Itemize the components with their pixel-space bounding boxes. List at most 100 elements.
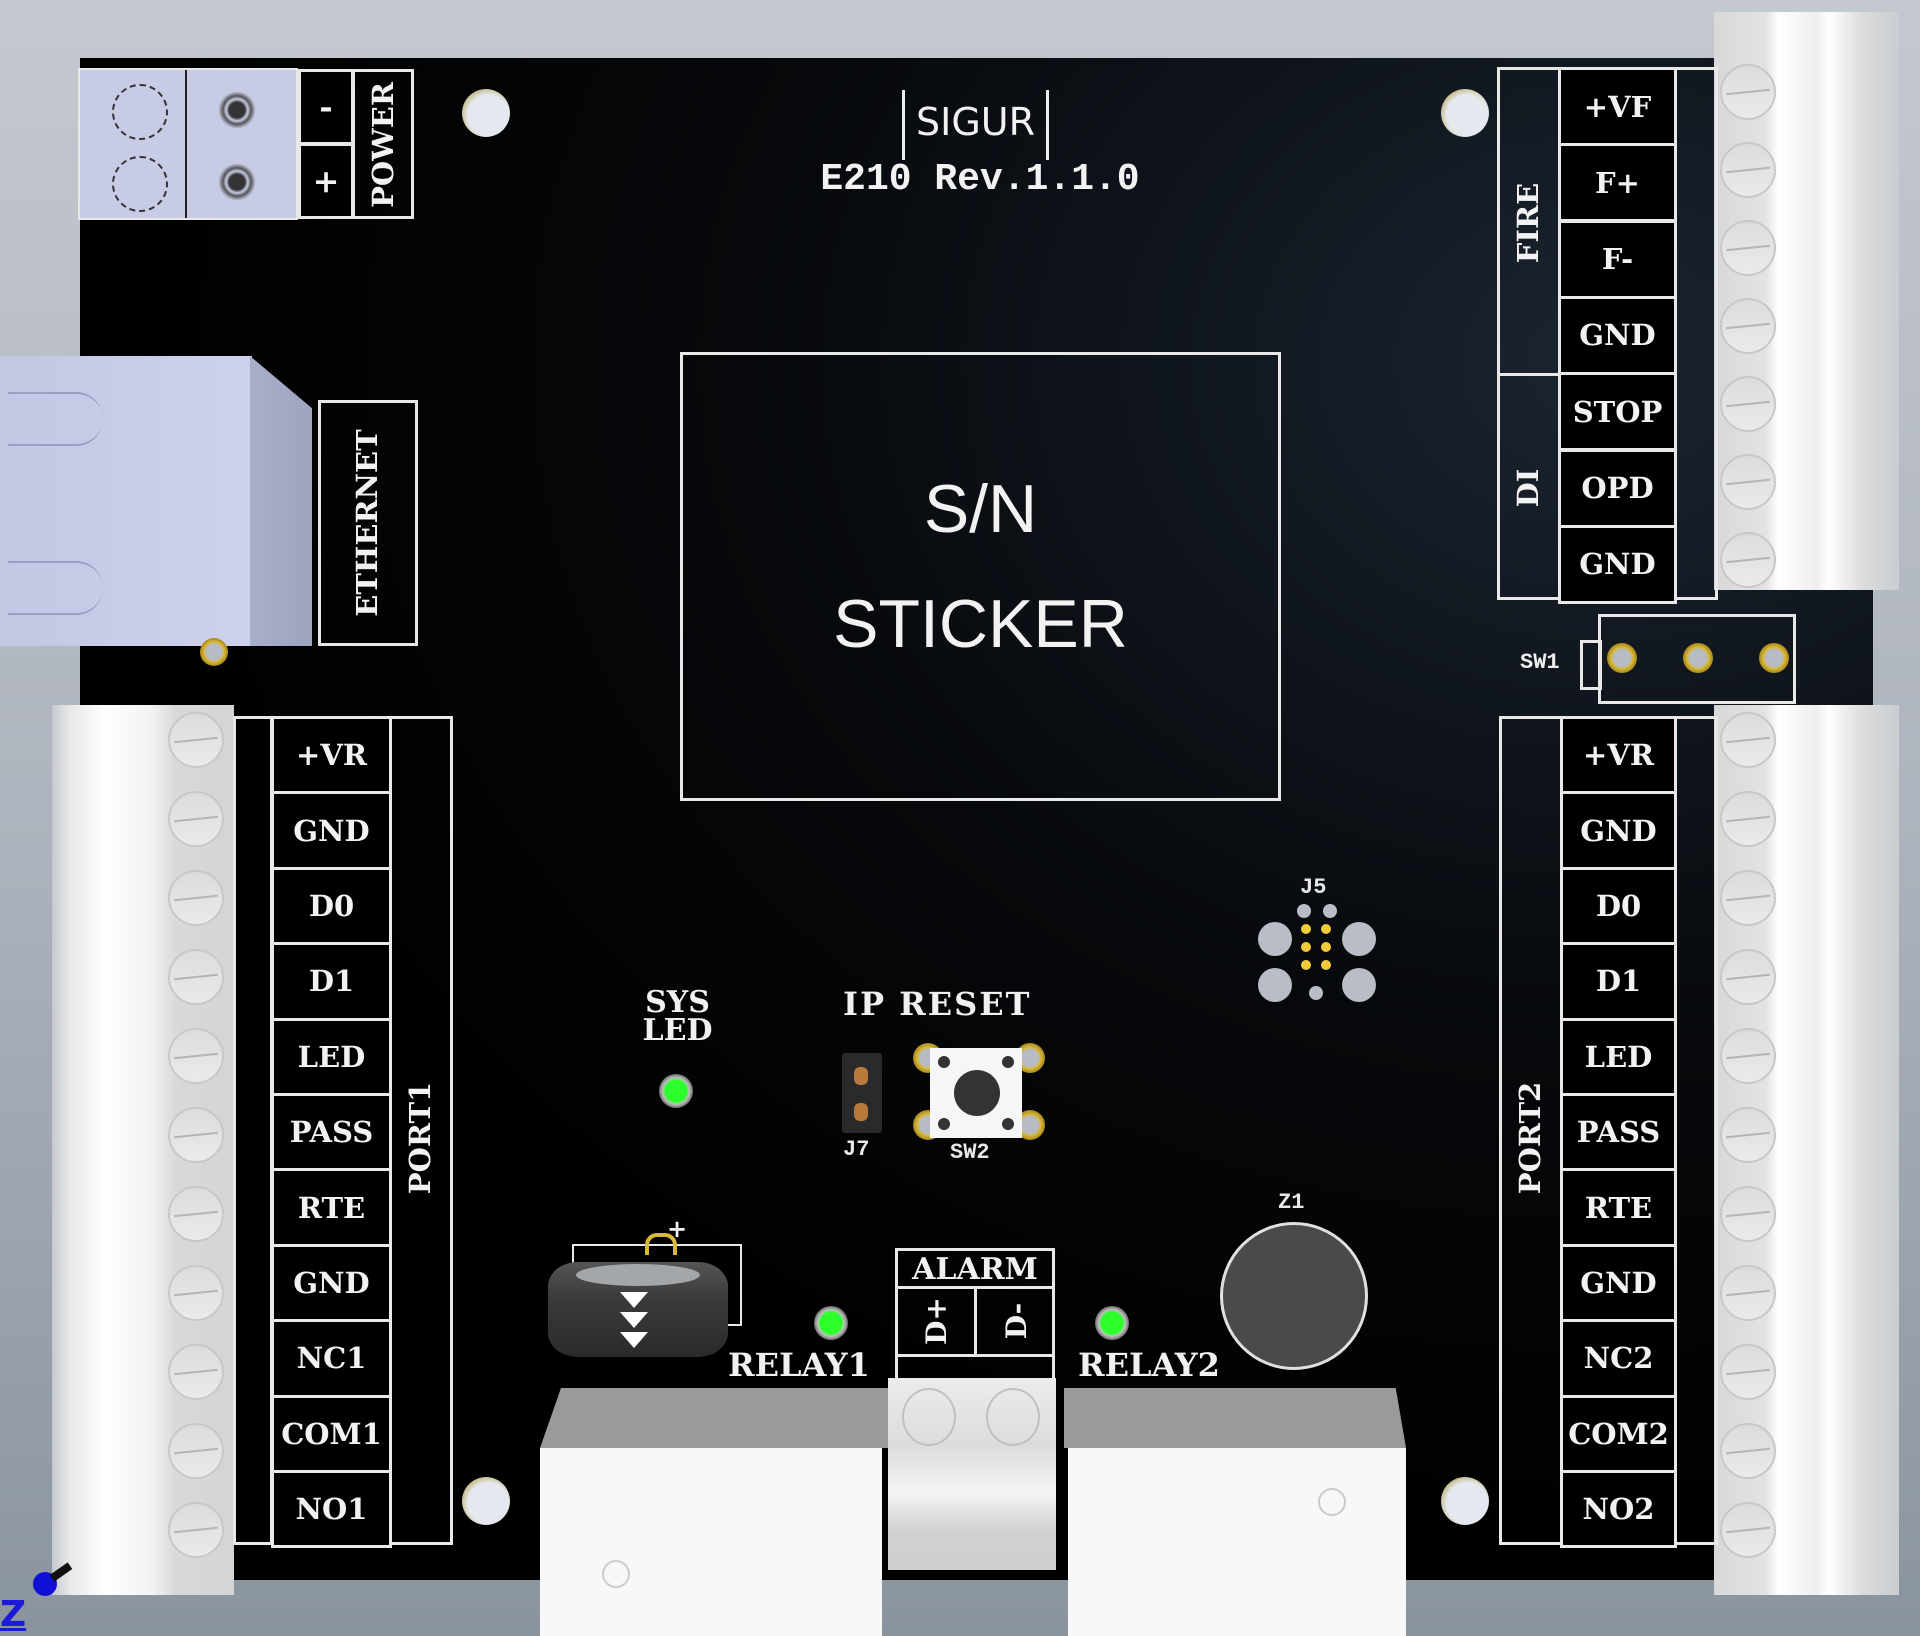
z1-buzzer xyxy=(1220,1222,1368,1370)
port1-pin-label: D1 xyxy=(271,942,392,1021)
fire-di-screw-icon[interactable] xyxy=(1720,532,1776,588)
battery-arrow-icon xyxy=(620,1312,648,1328)
ethernet-label-box xyxy=(318,400,418,646)
port2-pin-label: D1 xyxy=(1560,942,1677,1021)
sw2-label: SW2 xyxy=(950,1140,990,1165)
port2-screw-icon[interactable] xyxy=(1720,949,1776,1005)
alarm-screw-icon[interactable] xyxy=(902,1388,956,1446)
axis-z-label: Z xyxy=(0,1594,27,1635)
port1-outline xyxy=(233,716,273,1545)
battery-arrow-icon xyxy=(620,1292,648,1308)
j5-hole xyxy=(1342,968,1376,1002)
j5-pin xyxy=(1301,942,1311,952)
relay1 xyxy=(540,1388,890,1636)
logo-bar-left xyxy=(902,90,905,160)
fire-di-screw-icon[interactable] xyxy=(1720,454,1776,510)
port2-screw-icon[interactable] xyxy=(1720,1344,1776,1400)
port1-pin-label: +VR xyxy=(271,716,392,795)
fire-di-screw-icon[interactable] xyxy=(1720,376,1776,432)
j5-label: J5 xyxy=(1300,875,1327,900)
port1-screw-icon[interactable] xyxy=(168,1028,224,1084)
port2-pin-label: RTE xyxy=(1560,1168,1677,1247)
port2-screw-icon[interactable] xyxy=(1720,1107,1776,1163)
sw1-pin-pad xyxy=(1759,643,1789,673)
alarm-terminal-block xyxy=(888,1378,1056,1570)
port1-pin-label: NO1 xyxy=(271,1470,392,1549)
relay-mark-icon xyxy=(1318,1488,1346,1516)
z1-label: Z1 xyxy=(1278,1190,1305,1215)
fire-di-screw-icon[interactable] xyxy=(1720,142,1776,198)
port2-pin-label: GND xyxy=(1560,791,1677,870)
ethernet-jack[interactable] xyxy=(0,356,252,646)
mounting-hole-top-left xyxy=(462,89,510,137)
fire-pin-label: +VF xyxy=(1558,67,1677,146)
fire-di-screw-icon[interactable] xyxy=(1720,64,1776,120)
port2-pin-label: LED xyxy=(1560,1017,1677,1096)
port1-screw-icon[interactable] xyxy=(168,870,224,926)
power-label-box xyxy=(352,69,414,219)
battery-plus-label: + xyxy=(667,1214,688,1243)
button-corner-dot xyxy=(1002,1118,1014,1130)
port1-pin-label: RTE xyxy=(271,1168,392,1247)
sw1-label: SW1 xyxy=(1520,650,1560,675)
port2-screw-icon[interactable] xyxy=(1720,1186,1776,1242)
di-label: DI xyxy=(1511,468,1545,508)
relay-mark-icon xyxy=(602,1560,630,1588)
port1-screw-icon[interactable] xyxy=(168,1423,224,1479)
fire-pin-label: F- xyxy=(1558,219,1677,299)
port2-screw-icon[interactable] xyxy=(1720,712,1776,768)
logo-bar-right xyxy=(1046,90,1049,160)
port2-screw-icon[interactable] xyxy=(1720,791,1776,847)
power-wire-entry-icon xyxy=(112,156,168,212)
fire-di-divider xyxy=(1497,373,1561,376)
relay2 xyxy=(1064,1388,1406,1636)
fire-di-screw-icon[interactable] xyxy=(1720,220,1776,276)
sys-led-indicator xyxy=(659,1074,693,1108)
j7-pin xyxy=(854,1103,868,1121)
port2-screw-icon[interactable] xyxy=(1720,1265,1776,1321)
power-wire-entry-icon xyxy=(112,84,168,140)
power-pin-minus: - xyxy=(298,69,354,145)
port1-screw-icon[interactable] xyxy=(168,791,224,847)
port2-screw-icon[interactable] xyxy=(1720,1423,1776,1479)
j7-jumper[interactable] xyxy=(842,1053,882,1133)
ethernet-jack-side xyxy=(250,356,312,646)
sw1-pin-pad xyxy=(1607,643,1637,673)
fire-di-screw-icon[interactable] xyxy=(1720,298,1776,354)
j7-pin xyxy=(854,1067,868,1085)
button-corner-dot xyxy=(938,1056,950,1068)
alarm-screw-icon[interactable] xyxy=(986,1388,1040,1446)
sys-led-label-line1: SYS xyxy=(645,985,710,1020)
j5-hole xyxy=(1309,986,1323,1000)
port2-pin-label: +VR xyxy=(1560,716,1677,795)
port2-screw-icon[interactable] xyxy=(1720,1028,1776,1084)
battery-arrow-icon xyxy=(620,1332,648,1348)
port1-screw-icon[interactable] xyxy=(168,1186,224,1242)
power-screw-icon[interactable] xyxy=(215,160,259,204)
power-screw-icon[interactable] xyxy=(215,88,259,132)
port1-screw-icon[interactable] xyxy=(168,1107,224,1163)
port2-outline xyxy=(1674,716,1718,1545)
j5-connector[interactable] xyxy=(1258,904,1376,1004)
port1-screw-icon[interactable] xyxy=(168,1502,224,1558)
port1-screw-icon[interactable] xyxy=(168,1344,224,1400)
port1-pin-label: NC1 xyxy=(271,1319,392,1398)
power-connector[interactable] xyxy=(78,68,298,220)
port2-screw-icon[interactable] xyxy=(1720,870,1776,926)
j5-hole xyxy=(1342,922,1376,956)
port1-screw-icon[interactable] xyxy=(168,949,224,1005)
j5-pin xyxy=(1301,960,1311,970)
port1-screw-icon[interactable] xyxy=(168,1265,224,1321)
sn-sticker-line1: S/N xyxy=(923,471,1038,547)
j5-pin xyxy=(1321,942,1331,952)
ip-reset-button[interactable] xyxy=(930,1048,1022,1138)
port1-screw-icon[interactable] xyxy=(168,712,224,768)
fire-pin-label: GND xyxy=(1558,295,1677,375)
port2-pin-label: NC2 xyxy=(1560,1319,1677,1398)
sw1-switch[interactable] xyxy=(1598,614,1796,704)
sn-sticker-area xyxy=(680,352,1281,801)
fire-pin-label: F+ xyxy=(1558,143,1677,223)
via-pad xyxy=(200,638,228,666)
mounting-hole-bottom-right xyxy=(1441,1477,1489,1525)
port2-screw-icon[interactable] xyxy=(1720,1502,1776,1558)
